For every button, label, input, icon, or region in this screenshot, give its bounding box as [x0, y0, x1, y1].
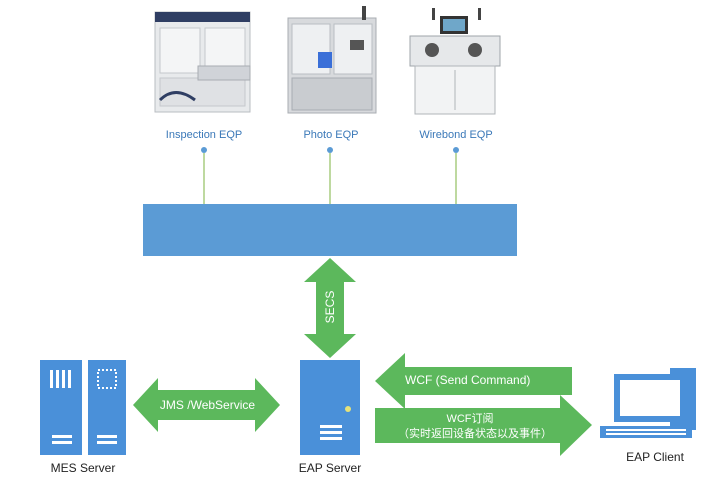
wirebond-eqp-label: Wirebond EQP [419, 129, 493, 141]
photo-eqp-label: Photo EQP [303, 129, 359, 141]
wcf-subscribe-detail: （实时返回设备状态以及事件） [398, 428, 552, 440]
photo-connector [327, 147, 333, 204]
wcf-send-label: WCF (Send Command) [405, 373, 531, 387]
wcf-subscribe-label: WCF订阅 [446, 413, 494, 425]
mes-server-icon [40, 360, 126, 455]
inspection-eqp-label: Inspection EQP [165, 129, 243, 141]
wcf-subscribe-arrow [375, 395, 592, 456]
inspection-eqp-image [154, 11, 251, 113]
secs-bus-bar [143, 204, 517, 256]
jms-label: JMS /WebService [159, 398, 256, 412]
secs-double-arrow [304, 258, 356, 358]
inspection-connector [201, 147, 207, 204]
wirebond-connector [453, 147, 459, 204]
eap-server-icon [300, 360, 360, 455]
mes-server-label: MES Server [50, 461, 116, 475]
photo-eqp-image [287, 6, 377, 114]
eap-client-icon [600, 368, 696, 438]
secs-label: SECS [323, 290, 337, 324]
eap-server-label: EAP Server [298, 461, 362, 475]
jms-double-arrow [133, 378, 280, 432]
wcf-send-arrow [375, 353, 572, 409]
eap-client-label: EAP Client [626, 450, 684, 464]
wirebond-eqp-image [409, 8, 501, 115]
